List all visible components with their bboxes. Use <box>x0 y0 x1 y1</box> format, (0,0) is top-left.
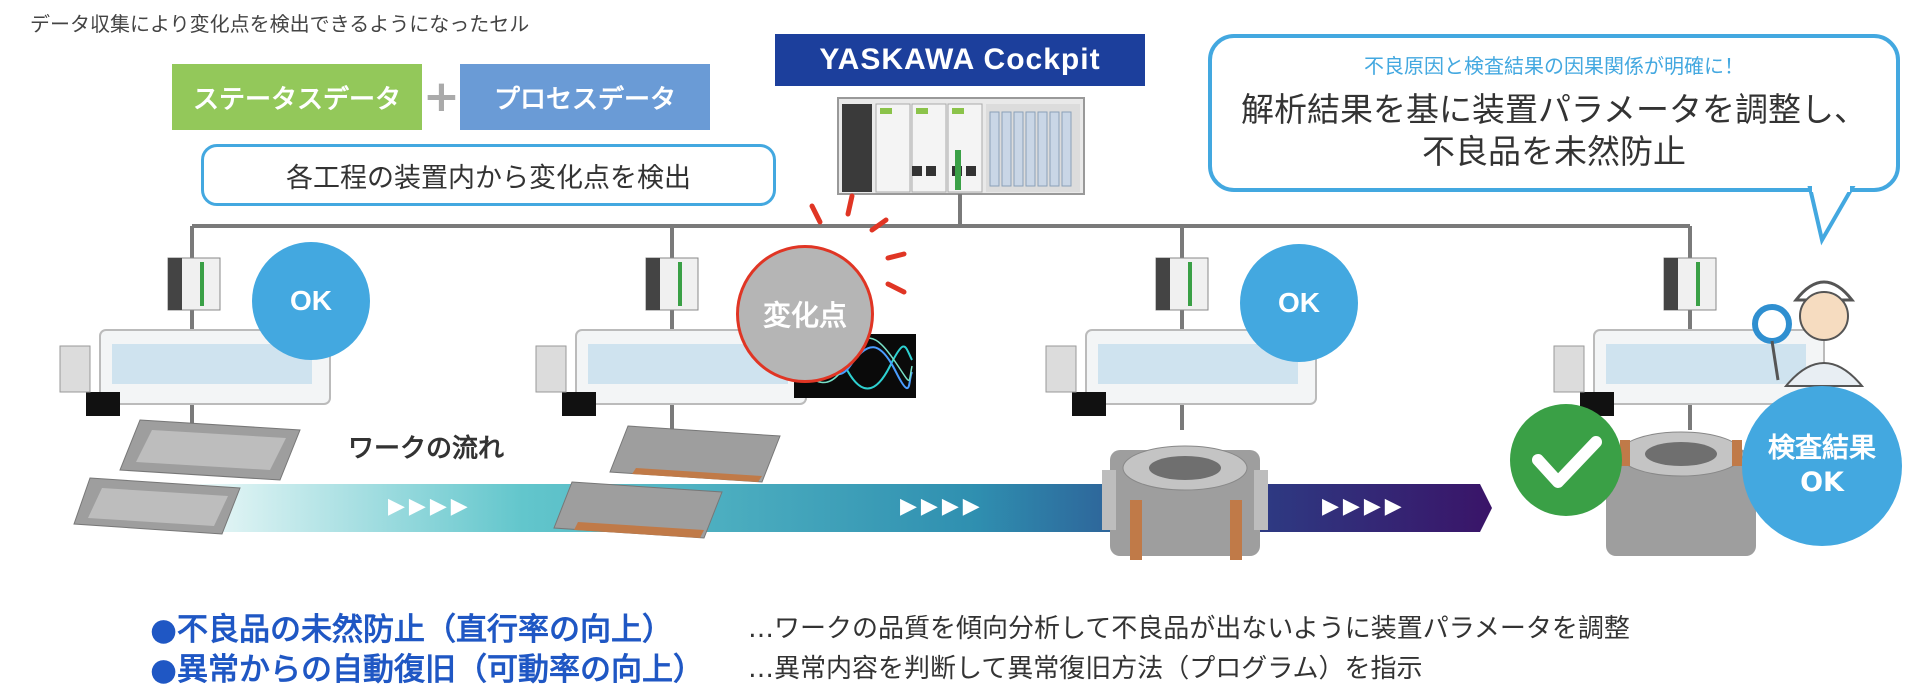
processing-machine-icon <box>59 329 331 416</box>
speech-line-2: 不良品を未然防止 <box>1422 132 1686 171</box>
process-data-tag: プロセスデータ <box>460 64 710 130</box>
checkmark-icon <box>1532 436 1602 488</box>
flow-arrow-label: ▶▶▶▶ <box>900 494 984 519</box>
inspection-result-label: 検査結果 <box>1768 433 1876 464</box>
gear-part-icon <box>1102 445 1268 560</box>
ok-badge: OK <box>1240 244 1358 362</box>
change-point-badge: 変化点 <box>736 245 874 383</box>
plc-icon <box>645 257 699 311</box>
status-data-tag: ステータスデータ <box>172 64 422 130</box>
processing-machine-icon <box>1553 329 1825 416</box>
speech-subtitle: 不良原因と検査結果の因果関係が明確に！ <box>1364 54 1744 78</box>
diagram-caption: データ収集により変化点を検出できるようになったセル <box>30 12 530 36</box>
plc-icon <box>1155 257 1209 311</box>
flow-arrow-label: ▶▶▶▶ <box>388 494 472 519</box>
inspection-result-badge: 検査結果 OK <box>1742 386 1902 546</box>
plc-icon <box>1663 257 1717 311</box>
workpiece-icon <box>73 419 301 535</box>
plc-icon <box>167 257 221 311</box>
cockpit-title: YASKAWA Cockpit <box>775 34 1145 86</box>
check-badge <box>1510 404 1622 516</box>
bullet-title: ●異常からの自動復旧（可動率の向上） <box>150 652 705 688</box>
plus-icon: + <box>423 71 460 122</box>
speech-tail <box>1807 186 1856 246</box>
gear-part-icon <box>1606 431 1756 556</box>
network-lines <box>190 194 1692 430</box>
bullet-title: ●不良品の未然防止（直行率の向上） <box>150 612 674 648</box>
speech-main-text: 解析結果を基に装置パラメータを調整し、 不良品を未然防止 <box>1212 89 1896 173</box>
inspector-worker-icon <box>1752 280 1865 387</box>
flow-arrow-label: ▶▶▶▶ <box>1322 494 1406 519</box>
ok-badge: OK <box>252 242 370 360</box>
bullet-description: …ワークの品質を傾向分析して不良品が出ないように装置パラメータを調整 <box>748 614 1630 644</box>
alert-burst-icon <box>809 193 907 295</box>
bullet-description: …異常内容を判断して異常復旧方法（プログラム）を指示 <box>748 654 1423 684</box>
inspection-result-value: OK <box>1800 467 1844 498</box>
work-flow-label: ワークの流れ <box>348 434 505 464</box>
speech-tail-cover <box>1812 184 1850 192</box>
workpiece-icon <box>553 425 781 539</box>
speech-bubble: 不良原因と検査結果の因果関係が明確に！ 解析結果を基に装置パラメータを調整し、 … <box>1208 34 1900 192</box>
detect-change-box: 各工程の装置内から変化点を検出 <box>201 144 776 206</box>
controller-rack-icon <box>837 97 1085 195</box>
speech-line-1: 解析結果を基に装置パラメータを調整し、 <box>1240 90 1867 129</box>
